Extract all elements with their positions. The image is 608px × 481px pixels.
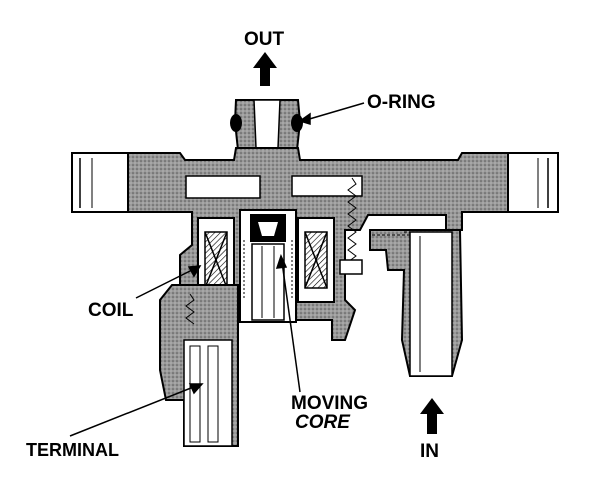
moving-label: MOVING bbox=[291, 393, 369, 414]
leader-lines bbox=[69, 102, 365, 437]
out-arrow-icon bbox=[253, 52, 277, 86]
in-label: IN bbox=[420, 441, 439, 462]
in-arrow-icon bbox=[420, 398, 444, 434]
o-ring-left bbox=[230, 114, 242, 132]
terminal-label: TERMINAL bbox=[26, 440, 119, 460]
core-label: CORE bbox=[295, 412, 350, 433]
return-spring bbox=[339, 177, 363, 275]
coil-right bbox=[297, 217, 335, 303]
terminal-leader bbox=[69, 385, 197, 437]
terminal-leader-arrowhead bbox=[188, 383, 204, 395]
moving-core bbox=[239, 209, 297, 323]
o-ring-label: O-RING bbox=[367, 92, 436, 113]
coil-label: COIL bbox=[88, 300, 134, 321]
o-ring-leader-arrowhead bbox=[298, 112, 311, 126]
moving-core-leader-arrowhead bbox=[275, 253, 288, 269]
out-label: OUT bbox=[244, 29, 285, 50]
moving-core-leader bbox=[281, 261, 301, 393]
terminal-connector bbox=[159, 284, 239, 447]
inlet-pipe bbox=[369, 229, 464, 377]
coil-leader-arrowhead bbox=[187, 265, 202, 278]
coil-leader bbox=[135, 267, 197, 299]
o-ring-right bbox=[291, 114, 303, 132]
o-ring-leader bbox=[305, 102, 365, 121]
